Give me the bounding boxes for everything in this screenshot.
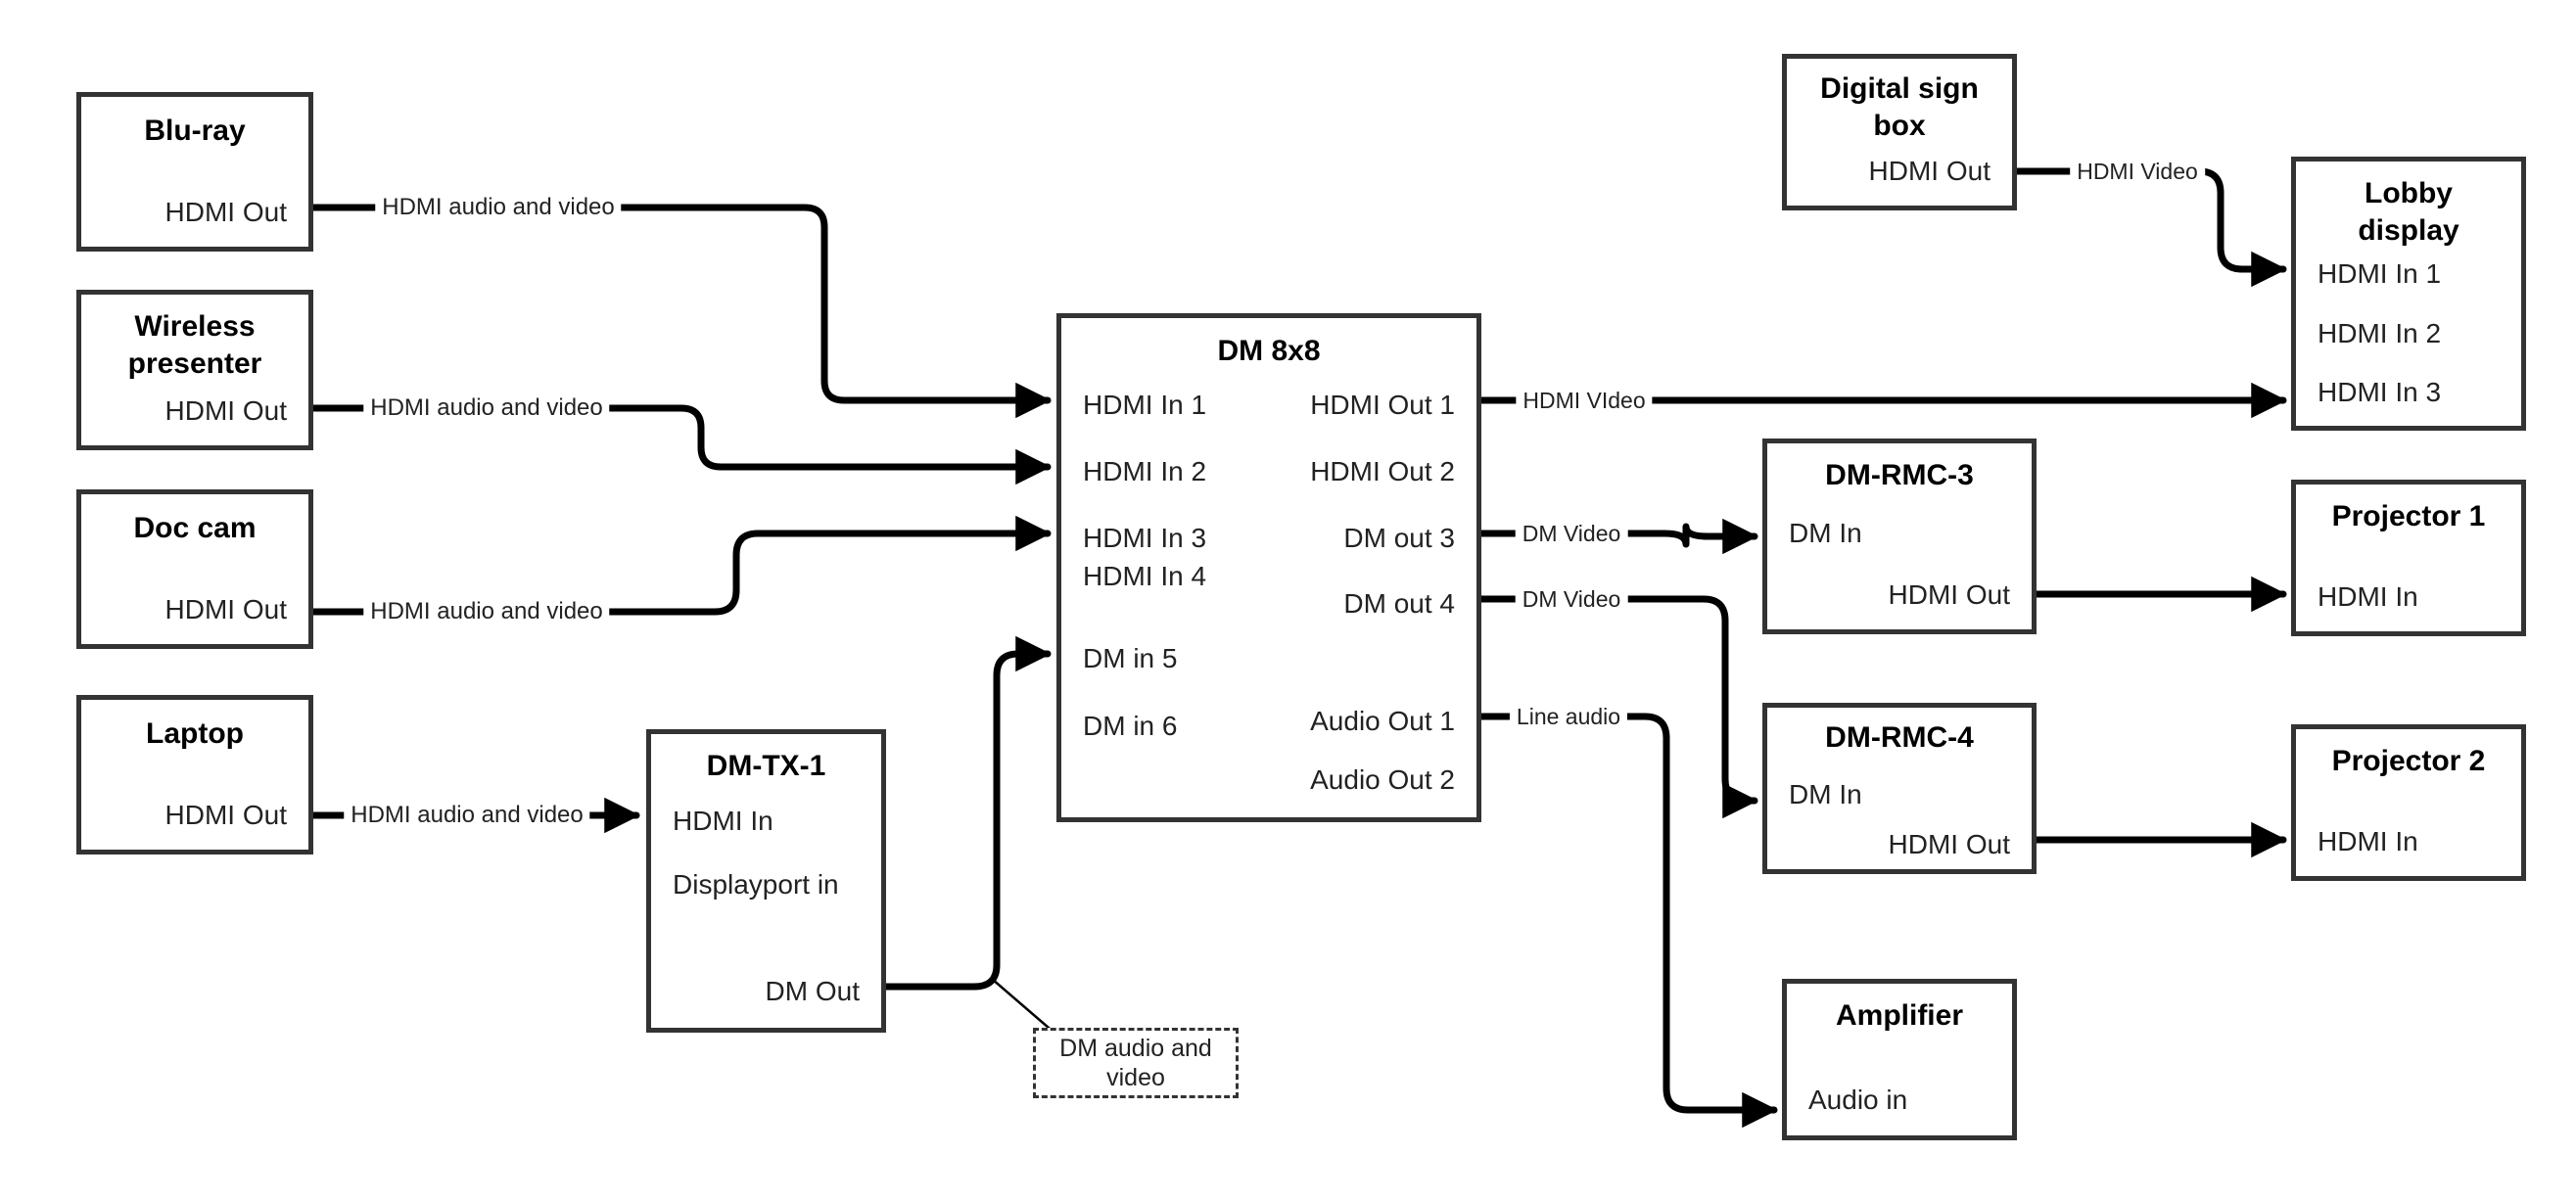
edge-label-wireless-to-hdmiin2: HDMI audio and video (363, 394, 610, 422)
node-title: Wireless presenter (127, 310, 262, 380)
edge-label-doccam-to-hdmiin3: HDMI audio and video (363, 598, 610, 625)
node-laptop[interactable]: Laptop HDMI Out (76, 695, 313, 855)
node-dm-tx-1[interactable]: DM-TX-1 HDMI In Displayport in DM Out (646, 729, 886, 1033)
edge-label-laptop-to-dmtx1: HDMI audio and video (344, 802, 590, 829)
port-dm-out: DM Out (765, 976, 860, 1006)
node-title: DM 8x8 (1217, 335, 1321, 367)
node-digital-sign-box[interactable]: Digital sign box HDMI Out (1782, 54, 2017, 210)
port-dm-in: DM In (1789, 779, 1862, 809)
node-title: Projector 1 (2331, 500, 2486, 532)
port-dm-out-4: DM out 4 (1343, 588, 1455, 619)
node-amplifier[interactable]: Amplifier Audio in (1782, 979, 2017, 1140)
port-hdmi-in-2: HDMI In 2 (2318, 318, 2442, 348)
port-audio-out-2: Audio Out 2 (1310, 764, 1455, 795)
port-dm-in-5: DM in 5 (1083, 643, 1178, 673)
node-title: Amplifier (1835, 999, 1964, 1032)
port-hdmi-in-1: HDMI In 1 (2318, 258, 2442, 289)
node-title: Laptop (146, 717, 244, 750)
port-hdmi-in-2: HDMI In 2 (1083, 456, 1207, 486)
port-hdmi-out: HDMI Out (164, 197, 287, 227)
port-hdmi-in: HDMI In (2318, 581, 2418, 612)
port-hdmi-out-1: HDMI Out 1 (1310, 390, 1455, 420)
port-dm-in: DM In (1789, 518, 1862, 548)
node-projector-2[interactable]: Projector 2 HDMI In (2291, 724, 2526, 881)
port-displayport-in: Displayport in (673, 869, 839, 900)
node-title: DM-RMC-3 (1825, 459, 1974, 491)
edge-label-dmout3-to-rmc3: DM Video (1515, 520, 1628, 547)
node-title: Doc cam (133, 512, 257, 544)
node-doc-cam[interactable]: Doc cam HDMI Out (76, 489, 313, 649)
node-dm-8x8[interactable]: DM 8x8 HDMI In 1 HDMI In 2 HDMI In 3 HDM… (1056, 313, 1481, 822)
port-audio-in: Audio in (1808, 1085, 1908, 1115)
port-hdmi-out: HDMI Out (1888, 829, 2010, 859)
edge-bluray-to-hdmiin1 (309, 204, 1052, 419)
port-hdmi-out: HDMI Out (164, 800, 287, 830)
port-hdmi-in: HDMI In (2318, 826, 2418, 856)
port-hdmi-in-3: HDMI In 3 (2318, 377, 2442, 407)
edge-label-dmout4-to-rmc4: DM Video (1515, 585, 1628, 613)
node-lobby-display[interactable]: Lobby display HDMI In 1 HDMI In 2 HDMI I… (2291, 157, 2526, 431)
port-hdmi-out: HDMI Out (1868, 156, 1991, 186)
node-projector-1[interactable]: Projector 1 HDMI In (2291, 480, 2526, 636)
edge-label-audioout1-to-amp: Line audio (1509, 703, 1628, 730)
node-title: Digital sign box (1820, 72, 1979, 142)
node-title: Projector 2 (2331, 745, 2486, 777)
node-dm-rmc-3[interactable]: DM-RMC-3 DM In HDMI Out (1762, 439, 2037, 634)
port-hdmi-out: HDMI Out (164, 395, 287, 426)
port-hdmi-out: HDMI Out (164, 594, 287, 624)
note-dm-audio-and-video: DM audio and video (1033, 1028, 1239, 1098)
node-title: DM-TX-1 (706, 750, 826, 782)
edge-digitalsign-to-lobby-in1 (2013, 167, 2287, 288)
port-hdmi-in: HDMI In (673, 806, 773, 836)
node-blu-ray[interactable]: Blu-ray HDMI Out (76, 92, 313, 252)
port-hdmi-in-4: HDMI In 4 (1083, 561, 1207, 591)
port-dm-out-3: DM out 3 (1343, 523, 1455, 553)
edge-dmtx1-to-dmin5 (882, 635, 1052, 991)
port-hdmi-out: HDMI Out (1888, 579, 2010, 610)
node-title: Blu-ray (144, 115, 246, 147)
port-hdmi-in-3: HDMI In 3 (1083, 523, 1207, 553)
port-audio-out-1: Audio Out 1 (1310, 706, 1455, 736)
node-wireless-presenter[interactable]: Wireless presenter HDMI Out (76, 290, 313, 450)
note-text: DM audio and video (1059, 1035, 1212, 1091)
edge-audioout1-to-amplifier (1477, 713, 1778, 1129)
node-title: Lobby display (2358, 177, 2459, 247)
port-hdmi-in-1: HDMI In 1 (1083, 390, 1207, 420)
edge-dmout4-to-rmc4 (1477, 595, 1758, 819)
port-hdmi-out-2: HDMI Out 2 (1310, 456, 1455, 486)
port-dm-in-6: DM in 6 (1083, 711, 1178, 741)
node-dm-rmc-4[interactable]: DM-RMC-4 DM In HDMI Out (1762, 703, 2037, 874)
edge-label-sign-to-lobby: HDMI Video (2070, 158, 2205, 185)
edge-label-hdmiout1-to-lobby: HDMI VIdeo (1516, 387, 1653, 414)
edge-label-bluray-to-hdmiin1: HDMI audio and video (375, 194, 622, 221)
node-title: DM-RMC-4 (1825, 721, 1974, 754)
